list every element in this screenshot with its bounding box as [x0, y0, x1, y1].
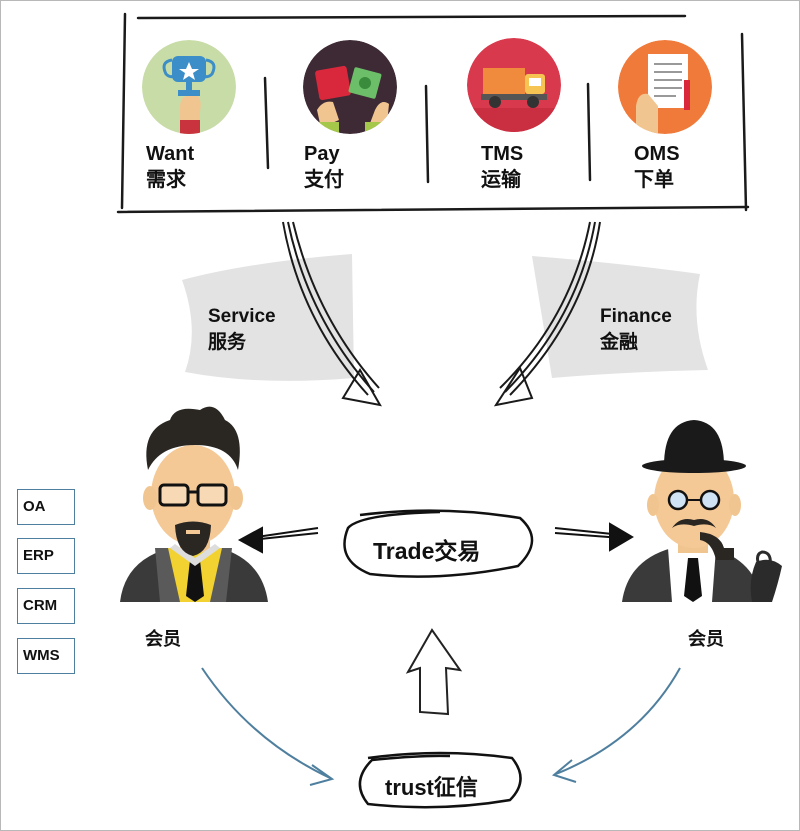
- module-tms-en: TMS: [481, 143, 524, 165]
- modules-frame: [116, 12, 750, 214]
- trade-label: Trade交易: [373, 538, 481, 564]
- module-tms-zh: 运输: [481, 169, 521, 191]
- module-oms-zh: 下单: [634, 169, 674, 191]
- module-oms: OMS 下单: [634, 141, 680, 193]
- module-want-en: Want: [146, 143, 195, 165]
- service-en: Service: [208, 306, 276, 327]
- system-box-crm: CRM: [17, 588, 75, 624]
- service-zh: 服务: [208, 332, 247, 353]
- trade-pill: [343, 509, 534, 578]
- member-left-label: 会员: [145, 629, 181, 649]
- left-blue-arrow: [201, 667, 331, 779]
- member-right-label: 会员: [688, 629, 724, 649]
- module-want-zh: 需求: [146, 169, 186, 191]
- trust-label: trust征信: [385, 775, 478, 800]
- module-tms: TMS 运输: [481, 141, 523, 193]
- system-box-wms: WMS: [17, 638, 75, 674]
- service-arrow: [282, 221, 382, 407]
- order-document-icon: [618, 40, 712, 134]
- member-right-illustration: [622, 420, 782, 602]
- member-left-illustration: [120, 406, 268, 602]
- module-oms-en: OMS: [634, 143, 680, 165]
- module-pay-en: Pay: [304, 143, 340, 165]
- module-pay: Pay 支付: [304, 141, 344, 193]
- trust-pill: [358, 751, 522, 809]
- module-want: Want 需求: [146, 141, 194, 193]
- finance-label: Finance 金融: [600, 304, 672, 356]
- up-arrow: [405, 628, 463, 716]
- system-box-erp: ERP: [17, 538, 75, 574]
- right-double-arrow: [554, 522, 634, 552]
- finance-zh: 金融: [600, 332, 639, 353]
- wallet-cash-icon: [303, 40, 397, 134]
- service-band: [182, 254, 354, 381]
- trophy-hand-icon: [142, 40, 236, 134]
- module-pay-zh: 支付: [304, 169, 344, 191]
- system-box-oa: OA: [17, 489, 75, 525]
- truck-icon: [467, 38, 561, 132]
- right-blue-arrow: [555, 667, 681, 775]
- finance-arrow: [493, 221, 601, 407]
- finance-en: Finance: [600, 306, 672, 327]
- service-label: Service 服务: [208, 304, 276, 356]
- left-double-arrow: [237, 526, 319, 554]
